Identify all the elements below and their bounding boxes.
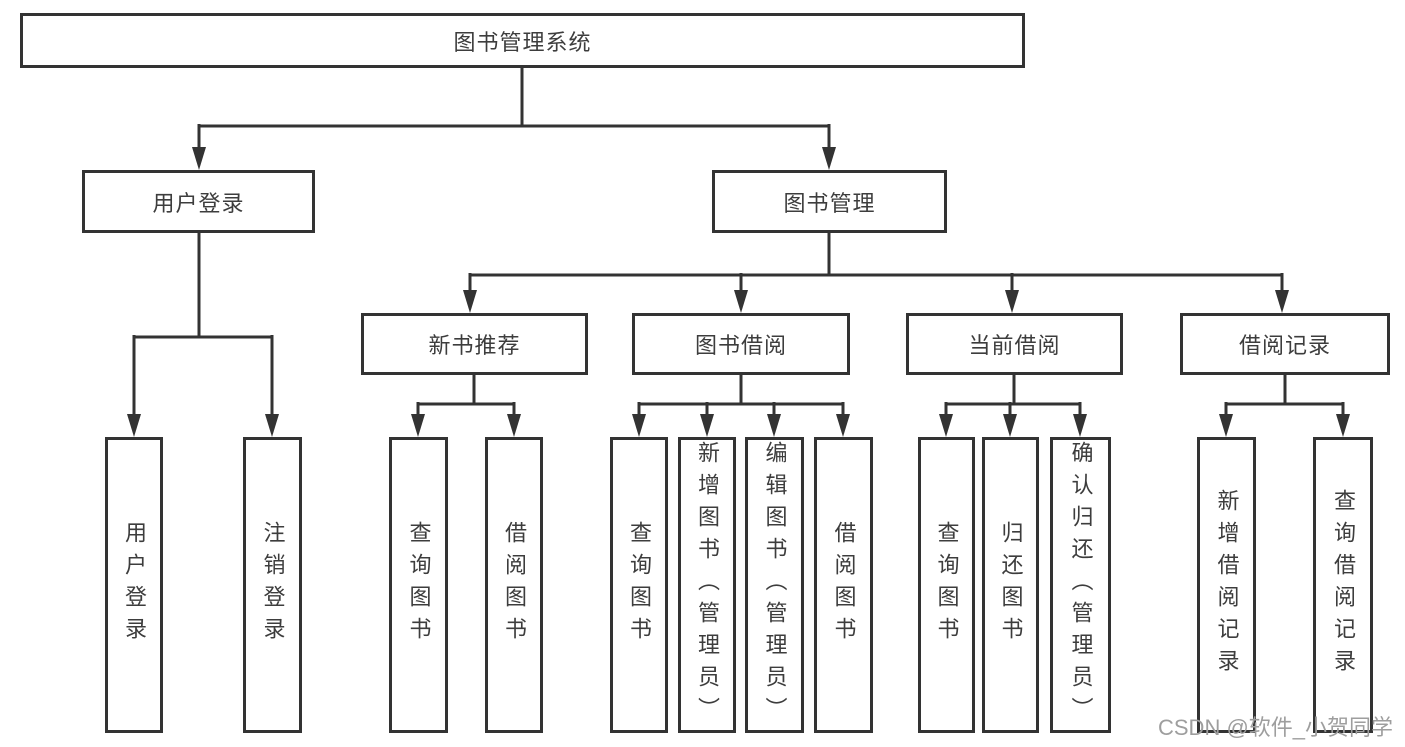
leaf-borrowing-edit-books-admin: 编辑图书（管理员） (745, 437, 804, 733)
leaf-newbook-borrow-books: 借阅图书 (485, 437, 543, 733)
node-label: 新书推荐 (428, 333, 521, 358)
node-label: 用户登录 (122, 521, 147, 649)
leaf-current-return-books: 归还图书 (982, 437, 1039, 733)
node-label: 注销登录 (260, 521, 286, 649)
leaf-borrowing-add-books-admin: 新增图书（管理员） (678, 437, 736, 733)
node-label: 查询借阅记录 (1331, 489, 1356, 681)
node-new-book-recommendation: 新书推荐 (361, 313, 588, 375)
leaf-user-login: 用户登录 (105, 437, 163, 733)
csdn-watermark: CSDN @软件_小贺同学 (1158, 715, 1394, 740)
node-label: 归还图书 (998, 521, 1024, 649)
node-user-login-branch: 用户登录 (82, 170, 315, 233)
leaf-current-confirm-return-admin: 确认归还（管理员） (1050, 437, 1111, 733)
node-label: 查询图书 (406, 521, 432, 649)
node-current-borrowing: 当前借阅 (906, 313, 1123, 375)
leaf-borrowing-borrow-books: 借阅图书 (814, 437, 873, 733)
node-label: 查询图书 (627, 521, 652, 649)
node-library-management-system: 图书管理系统 (20, 13, 1025, 68)
node-book-borrowing: 图书借阅 (632, 313, 850, 375)
node-label: 用户登录 (152, 190, 245, 216)
node-label: 借阅图书 (502, 521, 527, 649)
node-label: 图书借阅 (694, 333, 787, 358)
node-label: 图书管理 (783, 190, 876, 216)
leaf-records-query-borrow-record: 查询借阅记录 (1313, 437, 1373, 733)
node-label: 图书管理系统 (453, 29, 592, 55)
node-label: 当前借阅 (968, 333, 1061, 358)
node-label: 借阅图书 (831, 521, 857, 649)
node-book-management-branch: 图书管理 (712, 170, 947, 233)
node-label: 新增图书（管理员） (695, 441, 720, 729)
leaf-borrowing-query-books: 查询图书 (610, 437, 668, 733)
node-label: 查询图书 (934, 521, 960, 649)
leaf-newbook-query-books: 查询图书 (389, 437, 448, 733)
leaf-current-query-books: 查询图书 (918, 437, 975, 733)
node-label: 编辑图书（管理员） (762, 441, 788, 729)
node-label: 新增借阅记录 (1214, 489, 1240, 681)
arrowheads (127, 147, 1350, 437)
leaf-logout: 注销登录 (243, 437, 302, 733)
leaf-records-add-borrow-record: 新增借阅记录 (1197, 437, 1256, 733)
node-label: 借阅记录 (1238, 333, 1331, 358)
node-borrowing-records: 借阅记录 (1180, 313, 1390, 375)
node-label: 确认归还（管理员） (1068, 441, 1094, 729)
